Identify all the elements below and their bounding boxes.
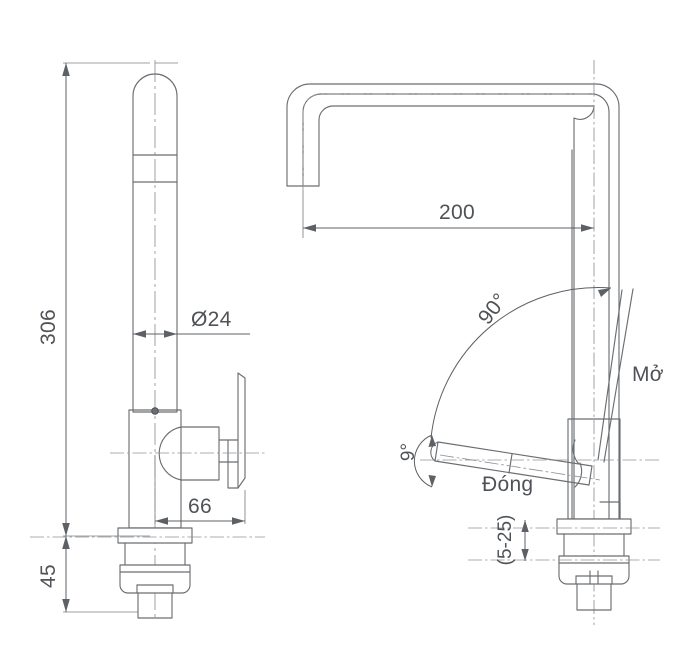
handle-stub-outline xyxy=(180,426,220,481)
arrow-306-top xyxy=(62,63,70,76)
arrow-90-top xyxy=(598,288,611,297)
arrow-66-right xyxy=(232,517,245,525)
label-open: Mở xyxy=(632,363,664,386)
lever-hub-bottom xyxy=(574,462,583,488)
wall-plate xyxy=(237,372,246,489)
spout-inner-profile xyxy=(318,105,595,187)
dimension-45: 45 xyxy=(37,536,138,613)
plate-lower-skirt xyxy=(227,461,239,489)
spout-right-inner-a xyxy=(573,105,595,520)
spout-right-middle xyxy=(593,93,610,520)
arrow-5-25-bottom xyxy=(521,549,529,561)
arc-90 xyxy=(430,287,612,439)
lever-end-cap xyxy=(430,441,439,462)
lever-collar-line xyxy=(508,453,513,474)
spout-right-outer xyxy=(593,83,620,520)
arrow-200-left xyxy=(303,224,316,232)
arc-9 xyxy=(413,434,433,488)
arrow-306-bottom xyxy=(62,523,70,536)
angle-text-9: 9° xyxy=(398,443,419,461)
dimension-200: 200 xyxy=(302,190,594,238)
arrow-66-left xyxy=(155,517,168,525)
dimension-diameter-24: Ø24 xyxy=(133,308,250,338)
side-body-notch xyxy=(599,501,621,520)
lever-hub-top xyxy=(572,439,580,465)
threaded-tail xyxy=(137,592,173,619)
column-body xyxy=(132,73,178,413)
open-position-stem-right xyxy=(603,288,634,463)
dimension-306: 306 xyxy=(37,62,178,537)
lever-centerline xyxy=(439,454,601,481)
dim-text-d24: Ø24 xyxy=(191,308,232,331)
arrow-200-right xyxy=(581,224,594,232)
lever-handle xyxy=(420,439,660,488)
open-position-stem-left xyxy=(597,289,623,461)
deck-flange xyxy=(117,527,193,544)
dim-text-5-25: (5-25) xyxy=(495,515,516,566)
arrow-9-top xyxy=(428,435,436,447)
dim-text-45: 45 xyxy=(37,564,60,588)
front-view: 306 45 Ø24 xyxy=(30,60,265,619)
dimension-66: 66 xyxy=(154,455,246,525)
angle-text-90: 90° xyxy=(474,289,512,329)
spout-centerline xyxy=(302,93,594,190)
arrow-45-top xyxy=(62,536,70,549)
mounting-nut xyxy=(119,564,191,594)
arrow-d24-left xyxy=(133,330,146,338)
set-screw-dot xyxy=(151,407,159,415)
side-threaded-tail xyxy=(576,583,612,611)
arrow-5-25-top xyxy=(521,520,529,532)
dim-text-200: 200 xyxy=(439,201,475,224)
handle-stub-cap xyxy=(158,426,182,481)
arrow-45-bottom xyxy=(62,599,70,612)
dim-text-306: 306 xyxy=(37,309,60,345)
arrow-d24-right xyxy=(164,330,177,338)
angle-90-annotation: 90° xyxy=(430,287,612,439)
spout-outer-profile xyxy=(286,83,595,187)
dim-text-66: 66 xyxy=(188,495,212,518)
side-deck-flange xyxy=(556,518,632,535)
dimension-deck-thickness: (5-25) xyxy=(495,515,529,566)
label-close: Đóng xyxy=(482,473,533,496)
arrow-9-bottom xyxy=(428,475,436,487)
spout-middle-profile xyxy=(302,93,595,187)
side-view: 90° 9° Mở Đóng 200 xyxy=(286,60,664,625)
angle-9-annotation: 9° xyxy=(398,434,436,488)
lever-body xyxy=(434,441,593,486)
